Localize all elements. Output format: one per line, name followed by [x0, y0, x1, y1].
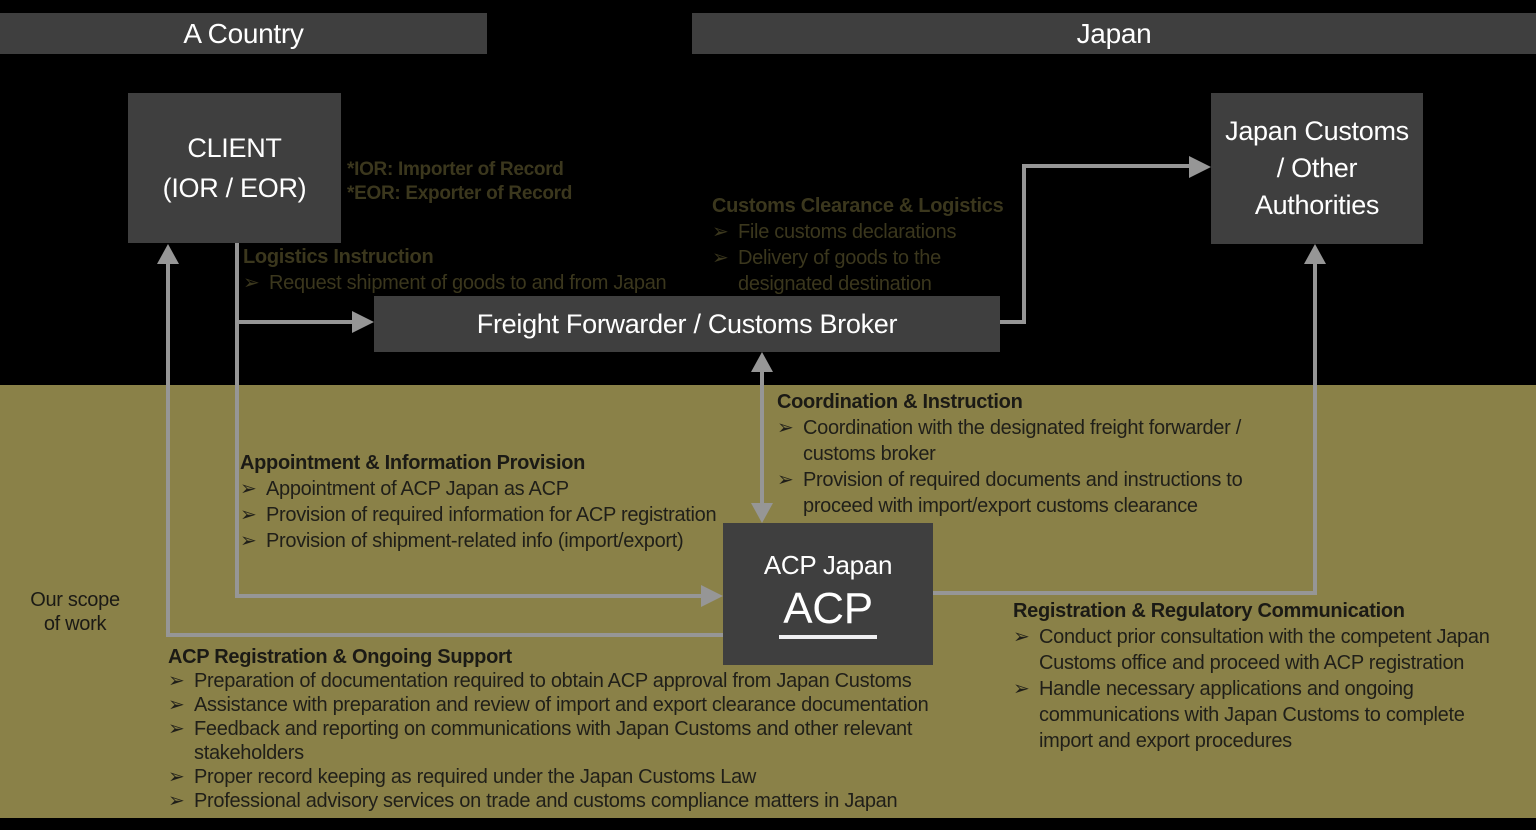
scope-of-work-line2: of work [43, 613, 107, 635]
bullet-item: Assistance with preparation and review o… [194, 694, 929, 716]
connector-acp-forwarder-arrowhead-up [751, 352, 773, 372]
japan-customs-line3: Authorities [1254, 190, 1380, 220]
connector-acp-to-client-horizontal [166, 633, 723, 637]
connector-forwarder-to-customs-arrowhead [1189, 156, 1211, 178]
connector-acp-to-client-vertical [166, 262, 170, 637]
bullet-item: Feedback and reporting on communications… [194, 718, 913, 764]
ior-eor-footnote: *IOR: Importer of Record *EOR: Exporter … [347, 158, 572, 206]
bullet-arrow-icon: ➢ [168, 766, 185, 788]
acp-japan-box: ACP Japan ACP [723, 523, 933, 665]
connector-forwarder-to-customs-vertical [1022, 164, 1026, 324]
bullet-arrow-icon: ➢ [712, 221, 729, 243]
acp-box-name: ACP Japan [763, 549, 893, 580]
annotation-acp-registration: ACP Registration & Ongoing Support ➢ Prep… [168, 645, 1018, 813]
connector-acp-to-client-arrowhead [157, 244, 179, 264]
bullet-arrow-icon: ➢ [1013, 678, 1030, 700]
annotation-customs-clearance: Customs Clearance & Logistics ➢ File cust… [712, 193, 1004, 297]
annotation-logistics-instruction: Logistics Instruction ➢ Request shipment … [243, 244, 713, 296]
connector-forwarder-to-customs-stub [1000, 320, 1026, 324]
connector-forwarder-to-customs-horizontal [1022, 164, 1191, 168]
eor-footnote-line: *EOR: Exporter of Record [347, 183, 573, 204]
client-box-line2: (IOR / EOR) [162, 173, 307, 203]
bullet-arrow-icon: ➢ [168, 670, 185, 692]
acp-box-abbr: ACP [779, 583, 877, 639]
bullet-arrow-icon: ➢ [240, 478, 257, 500]
connector-client-to-forwarder-horizontal [235, 320, 354, 324]
annotation-registration-communication: Registration & Regulatory Communication … [1013, 598, 1518, 754]
connector-acp-forwarder-arrowhead-down [751, 503, 773, 523]
scope-of-work-label: Our scope of work [14, 588, 136, 636]
bullet-arrow-icon: ➢ [168, 694, 185, 716]
connector-acp-to-customs-vertical [1313, 262, 1317, 595]
annotation-coordination: Coordination & Instruction ➢ Coordination… [777, 389, 1292, 519]
region-header-japan-label: Japan [1076, 17, 1152, 49]
bullet-item: Provision of shipment-related info (impo… [266, 530, 684, 552]
annotation-registration-communication-title: Registration & Regulatory Communication [1013, 600, 1405, 622]
connector-acp-to-customs-arrowhead [1304, 244, 1326, 264]
bullet-item: Conduct prior consultation with the comp… [1039, 626, 1490, 674]
bullet-item: Provision of required information for AC… [266, 504, 717, 526]
region-header-japan: Japan [692, 13, 1536, 54]
freight-forwarder-box: Freight Forwarder / Customs Broker [374, 296, 1000, 352]
bullet-arrow-icon: ➢ [777, 417, 794, 439]
bullet-item: Provision of required documents and inst… [803, 469, 1243, 517]
region-header-a-country: A Country [0, 13, 487, 54]
bullet-item: Professional advisory services on trade … [194, 790, 898, 812]
bullet-arrow-icon: ➢ [243, 272, 260, 294]
connector-client-to-acp-arrowhead [701, 585, 723, 607]
annotation-logistics-title: Logistics Instruction [243, 246, 434, 268]
annotation-coordination-title: Coordination & Instruction [777, 391, 1023, 413]
bullet-arrow-icon: ➢ [712, 247, 729, 269]
connector-client-to-acp-horizontal [235, 594, 703, 598]
bullet-item: File customs declarations [738, 221, 957, 243]
region-header-a-country-label: A Country [183, 17, 304, 49]
bullet-arrow-icon: ➢ [777, 469, 794, 491]
client-box: CLIENT (IOR / EOR) [128, 93, 341, 243]
annotation-appointment: Appointment & Information Provision ➢ App… [240, 450, 740, 554]
bullet-arrow-icon: ➢ [168, 790, 185, 812]
freight-forwarder-label: Freight Forwarder / Customs Broker [476, 308, 898, 339]
bullet-item: Handle necessary applications and ongoin… [1039, 678, 1465, 752]
client-box-line1: CLIENT [187, 133, 282, 163]
bullet-item: Appointment of ACP Japan as ACP [266, 478, 569, 500]
annotation-customs-clearance-title: Customs Clearance & Logistics [712, 195, 1004, 217]
bullet-item: Coordination with the designated freight… [803, 417, 1241, 465]
annotation-acp-registration-title: ACP Registration & Ongoing Support [168, 646, 512, 668]
bullet-item: Preparation of documentation required to… [194, 670, 912, 692]
japan-customs-box: Japan Customs / Other Authorities [1211, 93, 1423, 244]
japan-customs-line2: / Other [1276, 153, 1358, 183]
bullet-arrow-icon: ➢ [1013, 626, 1030, 648]
bullet-item: Proper record keeping as required under … [194, 766, 757, 788]
ior-footnote-line: *IOR: Importer of Record [347, 159, 564, 180]
bullet-arrow-icon: ➢ [240, 504, 257, 526]
bullet-item: Request shipment of goods to and from Ja… [269, 272, 667, 294]
connector-acp-to-customs-horizontal [933, 591, 1317, 595]
connector-client-trunk-vertical [235, 243, 239, 598]
scope-of-work-line1: Our scope [30, 589, 120, 611]
connector-client-to-forwarder-arrowhead [352, 311, 374, 333]
annotation-appointment-title: Appointment & Information Provision [240, 452, 586, 474]
bullet-arrow-icon: ➢ [240, 530, 257, 552]
connector-acp-forwarder-vertical [760, 370, 764, 505]
japan-customs-line1: Japan Customs [1225, 116, 1409, 146]
bullet-arrow-icon: ➢ [168, 718, 185, 740]
bullet-item: Delivery of goods to the designated dest… [738, 247, 941, 295]
